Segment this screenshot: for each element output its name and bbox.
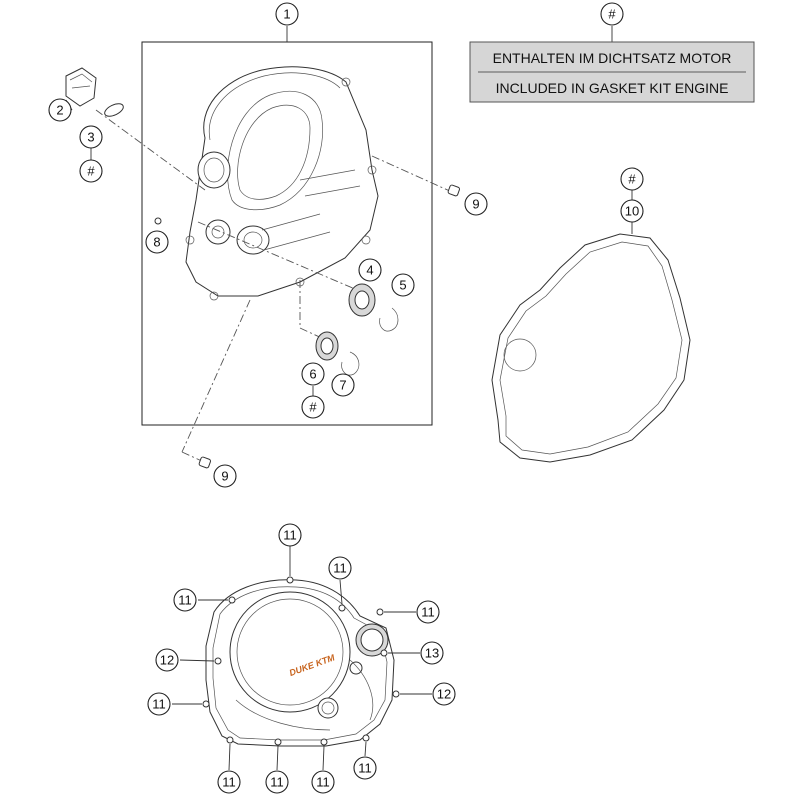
callout-gasket-kit-symbol: [600, 2, 624, 26]
gasket-kit-legend: # ENTHALTEN IM DICHTSATZ MOTOR INCLUDED …: [469, 2, 755, 103]
callout-5: 5: [399, 278, 406, 293]
screw-9-bottom-part: [198, 456, 212, 469]
gasket-kit-text-de: ENTHALTEN IM DICHTSATZ MOTOR: [493, 50, 732, 66]
screw-9-top-part: [447, 184, 461, 197]
o-ring-part: [104, 103, 124, 117]
callout-9-top: 9: [472, 197, 479, 212]
callout-13: 13: [425, 646, 439, 661]
callouts: 1 2 3 # 4 5 6 # 7 8 9 9 # 10 11 1: [48, 2, 644, 794]
callout-9-bottom: 9: [221, 469, 228, 484]
callout-7: 7: [339, 378, 346, 393]
clutch-cover-gasket-part: [491, 222, 691, 463]
oil-filler-plug-part: [65, 67, 97, 107]
gasket-kit-text-en: INCLUDED IN GASKET KIT ENGINE: [496, 80, 729, 96]
callout-12-left: 12: [160, 653, 174, 668]
callout-11-left: 11: [178, 593, 192, 608]
callout-12-right: 12: [437, 687, 451, 702]
callout-4: 4: [366, 263, 373, 278]
callout-11-bottom-4: 11: [358, 761, 372, 776]
shaft-seal-4-part: [348, 283, 376, 317]
callout-11-bottom-2: 11: [270, 775, 284, 790]
callout-6: 6: [309, 367, 316, 382]
clutch-cover-front-view: DUKE KTM: [202, 576, 400, 747]
callout-11-top-right: 11: [333, 561, 347, 576]
callout-2: 2: [56, 103, 63, 118]
circlip-7-part: [341, 351, 360, 376]
callout-6-kit: #: [309, 400, 317, 415]
callout-11-bottom-1: 11: [222, 775, 236, 790]
callout-10: 10: [625, 204, 639, 219]
callout-3: 3: [87, 130, 94, 145]
callout-11-mid-left: 11: [152, 697, 166, 712]
callout-10-kit: #: [628, 172, 636, 187]
callout-3-kit: #: [87, 164, 95, 179]
clutch-cover-part: [185, 66, 379, 301]
circlip-5-part: [379, 307, 399, 332]
callout-8: 8: [153, 235, 160, 250]
screw-8-part: [154, 217, 162, 225]
bottom-leader-lines: [172, 546, 432, 771]
callout-11-top: 11: [283, 528, 297, 543]
callout-11-right: 11: [421, 605, 435, 620]
callout-1: 1: [283, 7, 290, 22]
gasket-kit-symbol-label: #: [608, 7, 616, 22]
callout-11-bottom-3: 11: [316, 775, 330, 790]
shaft-seal-6-part: [315, 331, 339, 361]
